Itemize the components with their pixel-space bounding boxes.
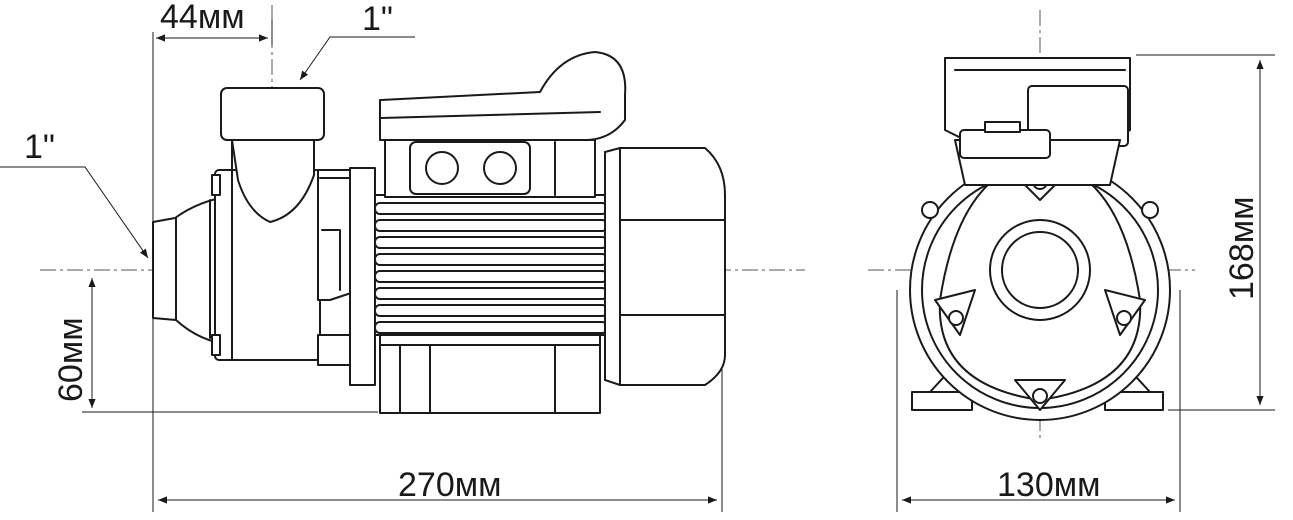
outlet-nozzle — [220, 87, 325, 141]
pump-side-view — [152, 51, 726, 414]
outlet-thread-label: 1" — [362, 0, 393, 38]
outlet-neck — [231, 139, 315, 223]
motor-base — [379, 334, 601, 414]
fan-cover — [604, 147, 726, 386]
dimensions: 44мм 1" 1" 60мм 270мм 130мм 168мм — [0, 0, 1275, 512]
dim-outlet-offset-label: 44мм — [160, 0, 245, 36]
cooling-fins — [374, 202, 608, 334]
cable-gland-right — [483, 151, 517, 185]
outlet-thread-leader — [299, 36, 415, 81]
dim-total-height-label: 168мм — [1223, 197, 1261, 300]
dim-axis-height-label: 60мм — [52, 317, 90, 402]
inlet-thread-leader — [0, 166, 149, 259]
pump-front-view — [909, 57, 1171, 421]
terminal-box-cover — [379, 51, 627, 141]
dim-total-width-label: 130мм — [997, 466, 1100, 504]
dim-total-length-label: 270мм — [398, 466, 501, 504]
outlet-clamp — [959, 129, 1051, 159]
inlet-thread-label: 1" — [24, 128, 55, 166]
inlet-port-inner — [1001, 231, 1079, 309]
cable-gland-left — [425, 151, 459, 185]
